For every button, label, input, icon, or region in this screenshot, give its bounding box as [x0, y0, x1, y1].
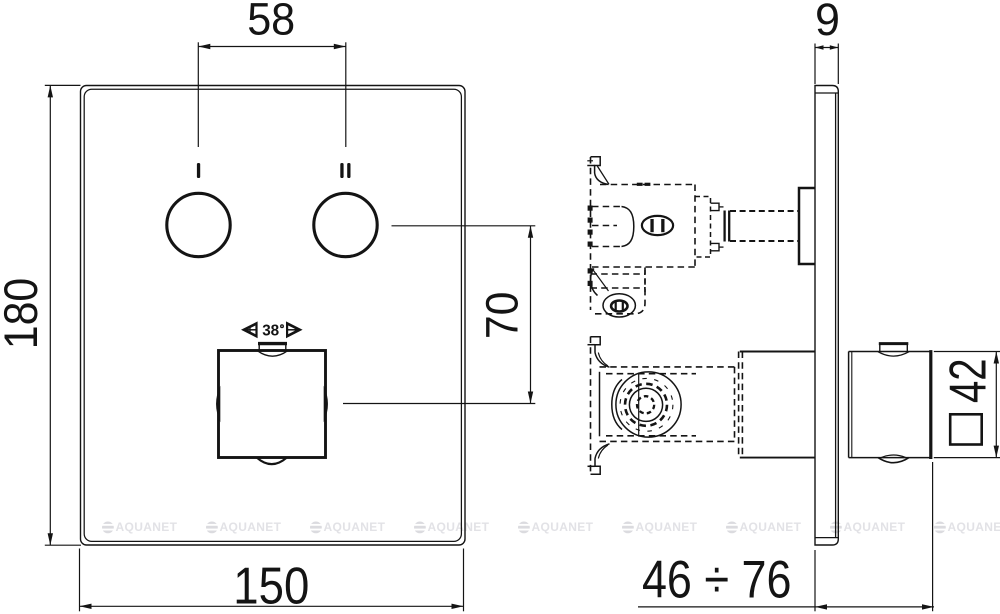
- svg-text:46 ÷ 76: 46 ÷ 76: [642, 551, 792, 610]
- svg-text:AQUANET: AQUANET: [740, 520, 802, 534]
- svg-text:9: 9: [815, 0, 840, 45]
- svg-text:180: 180: [0, 278, 47, 350]
- svg-text:42: 42: [939, 358, 997, 403]
- svg-text:AQUANET: AQUANET: [532, 520, 594, 534]
- svg-text:150: 150: [233, 557, 309, 614]
- svg-text:AQUANET: AQUANET: [116, 520, 178, 534]
- svg-text:AQUANET: AQUANET: [220, 520, 282, 534]
- svg-text:AQUANET: AQUANET: [428, 520, 490, 534]
- svg-text:38: 38: [262, 322, 279, 339]
- svg-text:AQUANET: AQUANET: [948, 520, 1000, 534]
- svg-text:58: 58: [247, 0, 295, 45]
- svg-text:70: 70: [477, 292, 528, 340]
- svg-text:AQUANET: AQUANET: [636, 520, 698, 534]
- svg-text:AQUANET: AQUANET: [324, 520, 386, 534]
- svg-text:AQUANET: AQUANET: [844, 520, 906, 534]
